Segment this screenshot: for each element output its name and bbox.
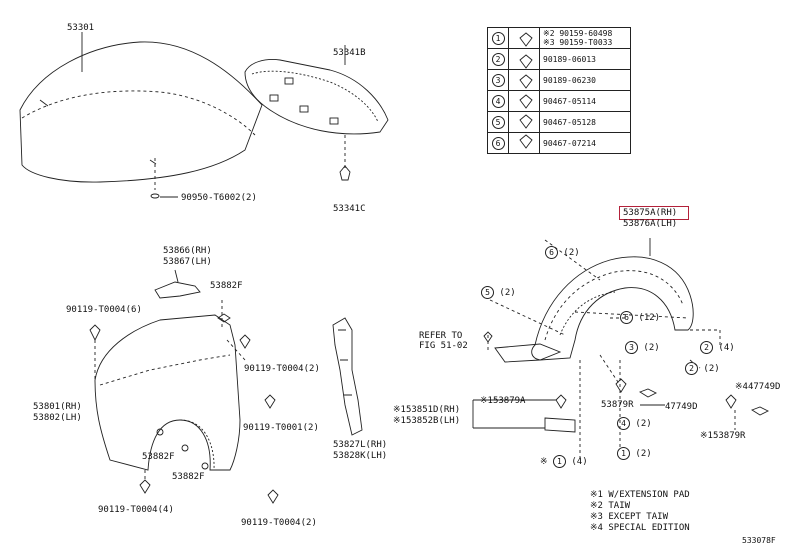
fender-drawing (89, 300, 279, 504)
callout-1-2[interactable]: 1 (2) (617, 447, 652, 460)
legend-row: 3 90189-06230 (487, 69, 631, 91)
label-fender-rh[interactable]: 53801(RH) (33, 402, 82, 412)
callout-number: 1 (552, 455, 566, 468)
note-4: ※4 SPECIAL EDITION (590, 523, 690, 533)
note-3: ※3 EXCEPT TAIW (590, 512, 668, 522)
label-bolt-53882f-top[interactable]: 53882F (210, 281, 243, 291)
legend-number: 4 (491, 94, 505, 108)
callout-1-4[interactable]: ※ 1 (4) (540, 455, 588, 468)
legend-row: 2 90189-06013 (487, 48, 631, 70)
label-screw-bottom-left[interactable]: 90119-T0004(4) (98, 505, 174, 515)
callout-qty: (2) (635, 449, 652, 459)
legend-part-a: ※2 90159-60498 (543, 29, 613, 38)
legend-part-b: ※3 90159-T0033 (543, 38, 613, 47)
callout-qty: (2) (635, 419, 652, 429)
label-seal-lh[interactable]: 53828K(LH) (333, 451, 388, 461)
hood-insulator-drawing (244, 45, 389, 181)
label-fender-lh[interactable]: 53802(LH) (33, 413, 82, 423)
callout-qty: (4) (571, 457, 588, 467)
legend-part-a: 90189-06013 (543, 54, 596, 64)
callout-qty: (4) (718, 343, 735, 353)
callout-3-2[interactable]: 3 (2) (625, 341, 660, 354)
callout-qty: (12) (638, 313, 661, 323)
hood-drawing (19, 32, 263, 183)
legend-row: 5 90467-05128 (487, 111, 631, 133)
legend-part-a: 90467-05128 (543, 117, 596, 127)
fastener-legend-table: 1 ※2 90159-60498※3 90159-T0033 2 90189-0… (487, 27, 631, 154)
label-bracket-rh[interactable]: 53866(RH) (163, 246, 212, 256)
star-prefix: ※ (540, 457, 548, 467)
callout-number: 5 (481, 286, 494, 299)
label-hood[interactable]: 53301 (67, 23, 95, 33)
label-refer-to[interactable]: REFER TO (419, 331, 463, 341)
label-hood-clip[interactable]: 53341C (333, 204, 366, 214)
seal-drawing (332, 317, 363, 436)
label-53879a[interactable]: ※153879A (480, 396, 526, 406)
label-bolt-53882f-a[interactable]: 53882F (142, 452, 175, 462)
label-liner-rh[interactable]: 53875A(RH) (623, 208, 678, 218)
callout-number: 2 (685, 362, 698, 375)
label-fig-ref[interactable]: FIG 51-02 (419, 341, 468, 351)
label-screw-top[interactable]: 90119-T0004(6) (66, 305, 142, 315)
label-hood-insulator[interactable]: 53341B (333, 48, 366, 58)
legend-part-a: 90189-06230 (543, 75, 596, 85)
legend-number: 1 (491, 31, 505, 45)
label-screw-mid-right[interactable]: 90119-T0004(2) (244, 364, 320, 374)
callout-number: 2 (700, 341, 713, 354)
callout-2-2[interactable]: 2 (2) (685, 362, 720, 375)
callout-number: 6 (545, 246, 558, 259)
legend-part-a: 90467-05114 (543, 96, 596, 106)
figure-code: 533078F (742, 536, 776, 545)
note-1: ※1 W/EXTENSION PAD (590, 490, 690, 500)
label-47749d-a[interactable]: 47749D (665, 402, 698, 412)
legend-row: 4 90467-05114 (487, 90, 631, 112)
legend-number: 5 (491, 115, 505, 129)
highlight-box[interactable] (619, 206, 689, 220)
legend-row: 1 ※2 90159-60498※3 90159-T0033 (487, 27, 631, 49)
label-bracket-lh[interactable]: 53867(LH) (163, 257, 212, 267)
callout-4-2[interactable]: 4 (2) (617, 417, 652, 430)
legend-row: 6 90467-07214 (487, 132, 631, 154)
label-screw-lower-mid[interactable]: 90119-T0001(2) (243, 423, 319, 433)
legend-part-a: 90467-07214 (543, 138, 596, 148)
callout-number: 1 (617, 447, 630, 460)
callout-number: 4 (617, 417, 630, 430)
callout-qty: (2) (499, 288, 516, 298)
label-53851d-rh[interactable]: ※153851D(RH) (393, 405, 461, 415)
note-2: ※2 TAIW (590, 501, 631, 511)
legend-number: 2 (491, 52, 505, 66)
label-liner-lh[interactable]: 53876A(LH) (623, 219, 678, 229)
label-screw-bottom-right[interactable]: 90119-T0004(2) (241, 518, 317, 528)
label-bolt-53882f-b[interactable]: 53882F (172, 472, 205, 482)
label-53879r-b[interactable]: ※153879R (700, 431, 746, 441)
callout-6-2[interactable]: 6 (2) (545, 246, 580, 259)
callout-2-4[interactable]: 2 (4) (700, 341, 735, 354)
legend-number: 6 (491, 136, 505, 150)
hood-screw-drawing (150, 158, 178, 199)
callout-6-12[interactable]: 6 (12) (620, 311, 660, 324)
callout-number: 6 (620, 311, 633, 324)
callout-qty: (2) (563, 248, 580, 258)
callout-qty: (2) (643, 343, 660, 353)
callout-number: 3 (625, 341, 638, 354)
label-53852b-lh[interactable]: ※153852B(LH) (393, 416, 461, 426)
callout-qty: (2) (703, 364, 720, 374)
fender-liner-drawing (472, 238, 770, 460)
label-47749d-b[interactable]: ※447749D (735, 382, 781, 392)
bracket-drawing (154, 269, 201, 299)
callout-5-2[interactable]: 5 (2) (481, 286, 516, 299)
label-seal-rh[interactable]: 53827L(RH) (333, 440, 388, 450)
label-hood-screw[interactable]: 90950-T6002(2) (181, 193, 257, 203)
label-53879r-a[interactable]: 53879R (601, 400, 634, 410)
legend-number: 3 (491, 73, 505, 87)
